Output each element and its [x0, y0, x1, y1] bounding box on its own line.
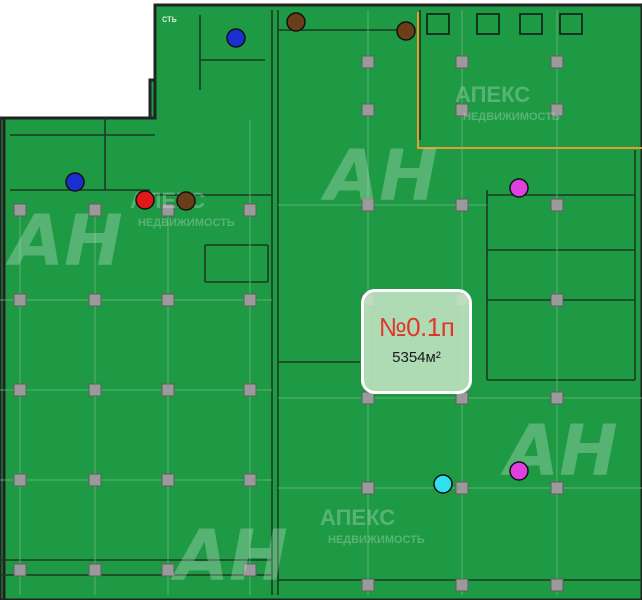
structural-columns: [13, 55, 564, 592]
watermark-tagline: НЕДВИЖИМОСТЬ: [138, 217, 235, 229]
column: [243, 383, 257, 397]
interior-walls: [0, 10, 642, 595]
column: [13, 203, 27, 217]
column: [13, 563, 27, 577]
brown-marker-mid[interactable]: [176, 191, 196, 211]
room-number: №0.1п: [378, 312, 455, 342]
column: [550, 55, 564, 69]
column: [455, 103, 469, 117]
column: [361, 578, 375, 592]
watermark-tagline: НЕДВИЖИМОСТЬ: [463, 111, 560, 123]
column: [550, 198, 564, 212]
column: [161, 563, 175, 577]
column: [13, 473, 27, 487]
red-marker[interactable]: [135, 190, 155, 210]
column: [161, 293, 175, 307]
highlight-zone: [417, 12, 642, 149]
column: [88, 563, 102, 577]
column: [88, 383, 102, 397]
column: [361, 103, 375, 117]
column: [361, 198, 375, 212]
column: [243, 293, 257, 307]
room-label[interactable]: №0.1п 5354м²: [361, 289, 472, 394]
column: [455, 55, 469, 69]
column: [161, 203, 175, 217]
column: [550, 481, 564, 495]
cyan-marker[interactable]: [433, 474, 453, 494]
magenta-marker-lower[interactable]: [509, 461, 529, 481]
column: [361, 55, 375, 69]
column: [88, 473, 102, 487]
column: [243, 203, 257, 217]
brown-marker-top-1[interactable]: [286, 12, 306, 32]
column: [161, 473, 175, 487]
watermark-brand: АПЕКС: [320, 505, 395, 530]
column: [550, 293, 564, 307]
column: [455, 481, 469, 495]
outer-wall-left: [2, 5, 157, 600]
watermark-tagline: НЕДВИЖИМОСТЬ: [328, 534, 425, 546]
watermark-logo: АН: [320, 135, 438, 217]
roof-units: [426, 13, 583, 35]
column: [13, 293, 27, 307]
floor-area: [0, 3, 642, 600]
column: [243, 563, 257, 577]
column: [550, 103, 564, 117]
column: [550, 391, 564, 405]
column: [88, 203, 102, 217]
brown-marker-top-2[interactable]: [396, 21, 416, 41]
blue-marker-left[interactable]: [65, 172, 85, 192]
column: [361, 481, 375, 495]
watermark-logo: АН: [5, 200, 123, 282]
markers: [65, 12, 529, 494]
magenta-marker-upper[interactable]: [509, 178, 529, 198]
column: [455, 198, 469, 212]
corner-text-fragment: сть: [162, 14, 177, 25]
column: [455, 578, 469, 592]
room-area: 5354м²: [392, 349, 441, 366]
column: [13, 383, 27, 397]
blue-marker-top[interactable]: [226, 28, 246, 48]
column: [243, 473, 257, 487]
watermark-brand: АПЕКС: [455, 82, 530, 107]
watermark-logo: АН: [170, 515, 288, 597]
column: [161, 383, 175, 397]
column: [88, 293, 102, 307]
column: [550, 578, 564, 592]
